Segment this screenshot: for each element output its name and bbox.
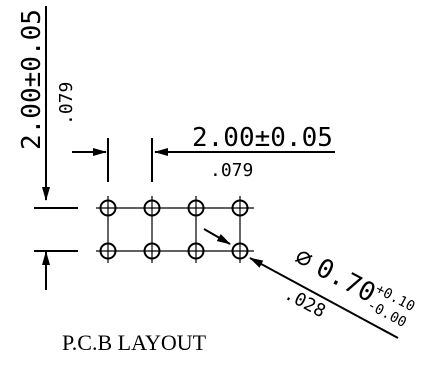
pcb-hole bbox=[99, 242, 117, 260]
pcb-hole bbox=[143, 199, 161, 217]
hole-diameter-callout: ∅ 0.70 +0.10 -0.00 .028 bbox=[203, 228, 418, 339]
drawing-title: P.C.B LAYOUT bbox=[62, 330, 207, 355]
pcb-hole bbox=[99, 199, 117, 217]
vertical-pitch-value: 2.00±0.05 bbox=[17, 9, 47, 150]
diameter-label-group: ∅ 0.70 +0.10 -0.00 .028 bbox=[281, 242, 418, 331]
diameter-inner-arrow bbox=[203, 228, 231, 245]
vertical-pitch-inch: .079 bbox=[56, 82, 77, 125]
pcb-hole bbox=[231, 199, 249, 217]
horizontal-pitch-inch: .079 bbox=[210, 160, 253, 181]
horizontal-pitch-value: 2.00±0.05 bbox=[192, 123, 333, 153]
horizontal-pitch-dimension: 2.00±0.05 .079 bbox=[72, 123, 335, 182]
pcb-hole bbox=[187, 199, 205, 217]
pcb-hole bbox=[187, 242, 205, 260]
diameter-inch: .028 bbox=[281, 283, 329, 322]
pcb-hole bbox=[143, 242, 161, 260]
diameter-leader-arrow bbox=[249, 257, 399, 339]
pcb-hole bbox=[231, 242, 249, 260]
hole-grid bbox=[96, 196, 254, 263]
diameter-symbol: ∅ bbox=[290, 242, 318, 276]
vertical-pitch-dimension: 2.00±0.05 .079 bbox=[17, 6, 78, 290]
